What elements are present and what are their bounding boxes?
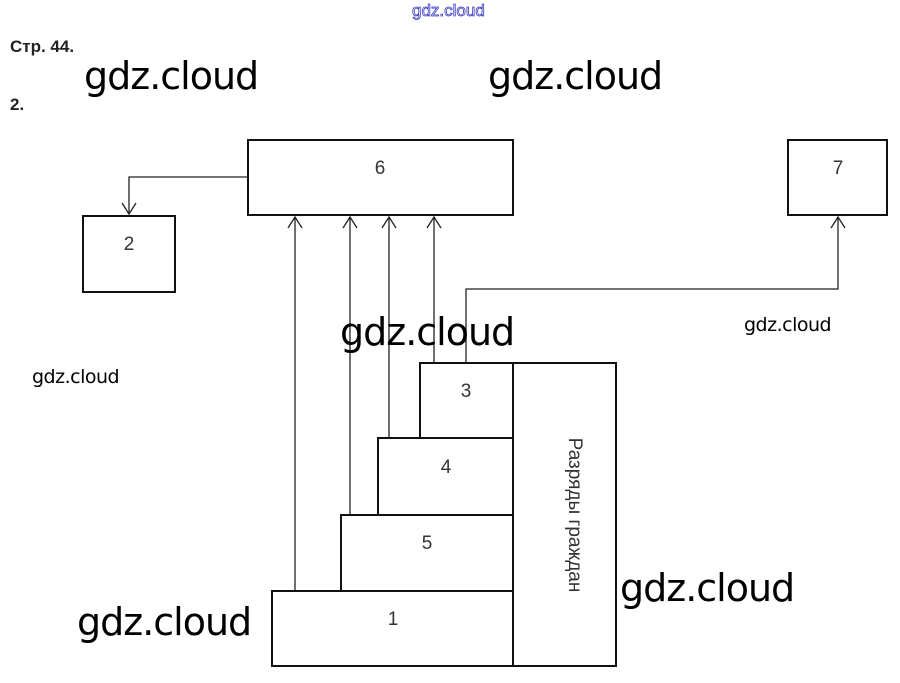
- watermark: gdz.cloud: [620, 566, 795, 610]
- watermark: gdz.cloud: [340, 310, 515, 354]
- watermark-top: gdz.cloud: [412, 1, 486, 21]
- watermark: gdz.cloud: [488, 54, 663, 98]
- box-1-label: 1: [388, 609, 399, 630]
- box-citizen-ranks-label: Разряды граждан: [564, 438, 585, 593]
- arrow-6-to-2: [128, 176, 248, 214]
- arrow-3-to-7: [465, 217, 839, 363]
- box-4-label: 4: [441, 457, 452, 478]
- arrowhead-7: [830, 215, 846, 229]
- box-7-label: 7: [833, 158, 844, 179]
- box-2: [82, 215, 176, 293]
- box-citizen-ranks: [512, 362, 617, 667]
- page-reference: Стр. 44.: [10, 37, 75, 56]
- box-3-label: 3: [461, 381, 472, 402]
- watermark: gdz.cloud: [744, 314, 832, 336]
- watermark: gdz.cloud: [84, 54, 259, 98]
- box-5-label: 5: [422, 533, 433, 554]
- arrowhead-3-6: [426, 215, 442, 229]
- watermark: gdz.cloud: [32, 366, 120, 388]
- arrowhead-1-6: [287, 215, 303, 229]
- box-6: [247, 139, 514, 216]
- watermark: gdz.cloud: [77, 600, 252, 644]
- task-number: 2.: [10, 95, 25, 114]
- arrowhead-2: [121, 202, 137, 216]
- box-6-label: 6: [375, 158, 386, 179]
- box-7: [787, 139, 888, 216]
- box-1: [271, 590, 514, 667]
- arrowhead-5-6: [342, 215, 358, 229]
- arrowhead-4-6: [381, 215, 397, 229]
- box-2-label: 2: [124, 234, 135, 255]
- box-3: [419, 362, 514, 439]
